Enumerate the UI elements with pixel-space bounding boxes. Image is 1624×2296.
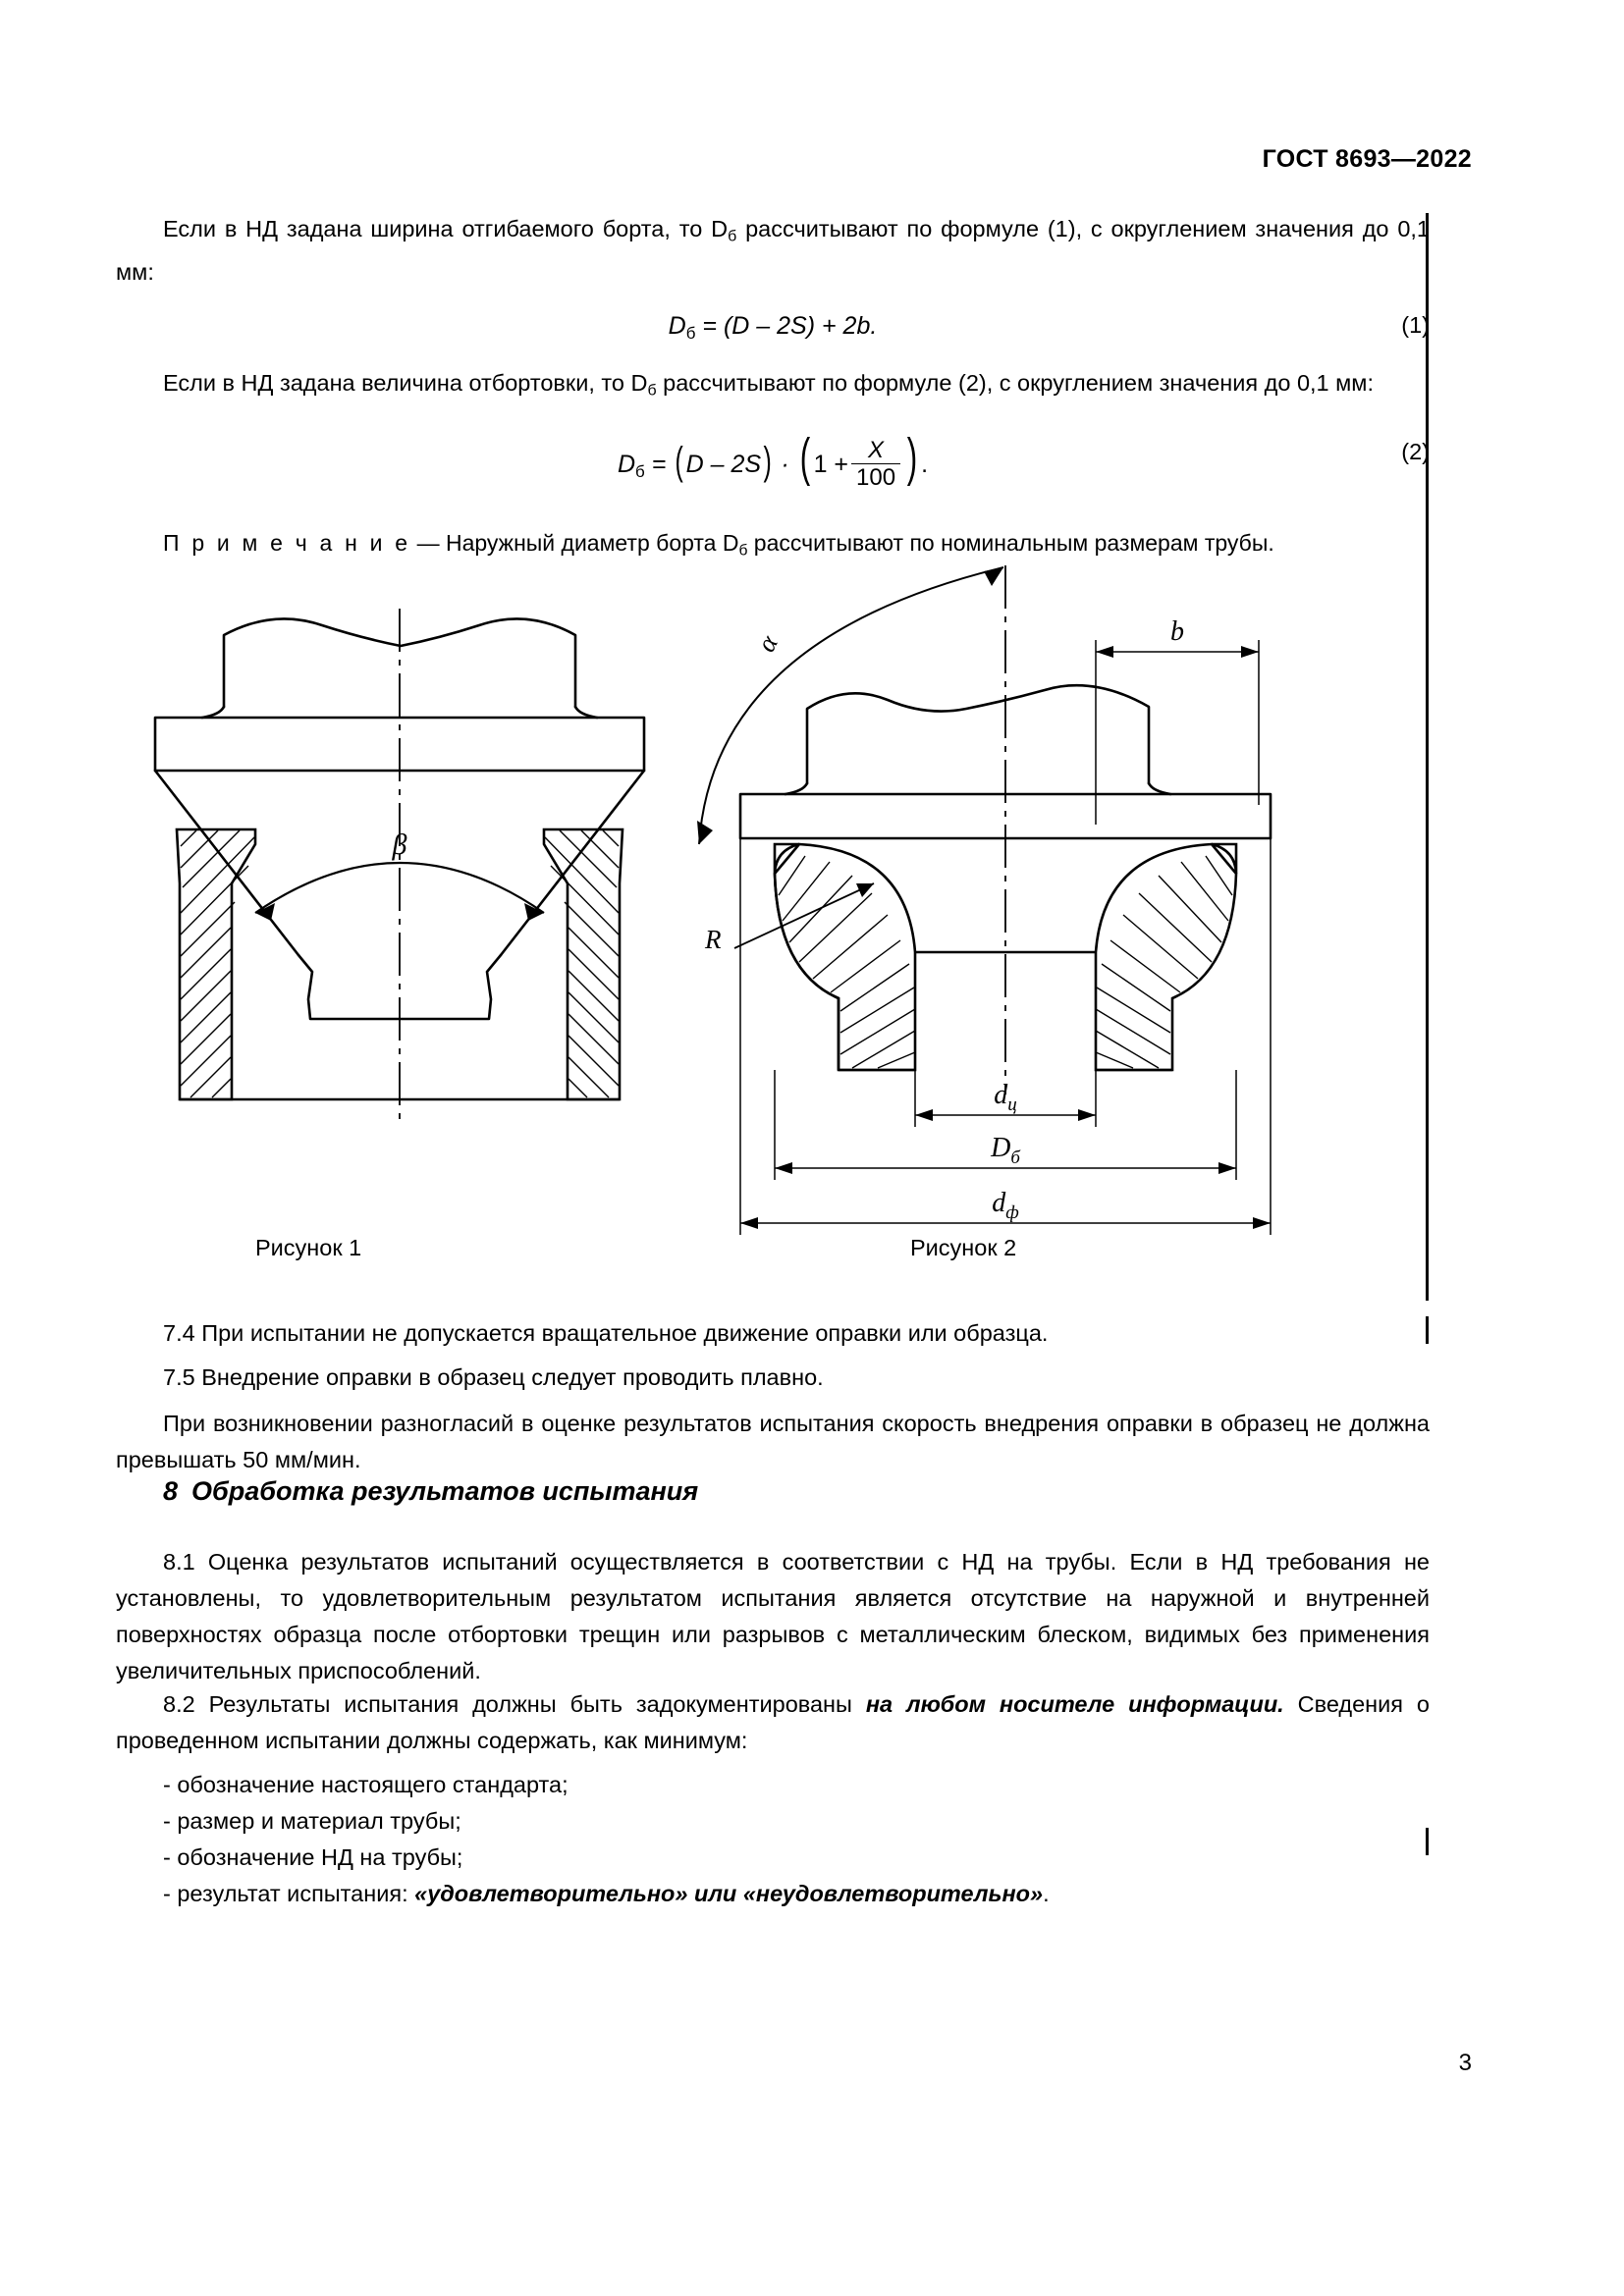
clause-7-4: 7.4 При испытании не допускается вращате…	[163, 1320, 1049, 1346]
list-item-result-suffix: .	[1043, 1881, 1050, 1906]
note-text-after: рассчитывают по номинальным размерам тру…	[747, 529, 1274, 556]
formula-1: Dб = (D – 2S) + 2b. (1)	[116, 312, 1430, 344]
formula-2-one-plus: 1 +	[813, 450, 849, 478]
list-item-result-emphasis: «удовлетворительно» или «неудовлетворите…	[414, 1881, 1044, 1906]
paragraph-speed: При возникновении разногласий в оценке р…	[116, 1411, 1430, 1472]
list-item-result-prefix: - результат испытания:	[163, 1881, 415, 1906]
para-formula1-intro-lead: Если в НД задана ширина отгибаемого борт…	[163, 216, 729, 241]
change-bar-bullets	[1426, 1828, 1429, 1855]
clause-8-2-lead: 8.2 Результаты испытания должны быть зад…	[163, 1691, 866, 1717]
list-item: - размер и материал трубы;	[163, 1808, 461, 1834]
note-text-before: Наружный диаметр борта D	[445, 529, 739, 556]
figure-2-angle-alpha-label: α	[751, 629, 785, 656]
clause-8-2-block: 8.2 Результаты испытания должны быть зад…	[116, 1686, 1430, 1759]
formula-2-fraction-numerator: X	[868, 436, 885, 463]
figure-1-angle-beta-label: β	[392, 828, 407, 861]
formula-2-equals: =	[644, 450, 674, 478]
figure-2-drawing: α R b dц	[697, 565, 1272, 1235]
note-subscript: б	[738, 542, 748, 560]
upper-text-column: Если в НД задана ширина отгибаемого борт…	[116, 211, 1430, 590]
note-label: П р и м е ч а н и е	[163, 529, 411, 556]
requirements-list: - обозначение настоящего стандарта; - ра…	[163, 1767, 1430, 1912]
formula-1-expression: Dб = (D – 2S) + 2b.	[669, 312, 878, 344]
standard-header: ГОСТ 8693—2022	[1262, 145, 1472, 173]
note-paragraph: П р и м е ч а н и е — Наружный диаметр б…	[116, 526, 1430, 567]
list-item: - обозначение настоящего стандарта;	[163, 1772, 568, 1797]
figure-1-drawing: β	[153, 609, 646, 1119]
para-formula2-intro-tail: рассчитывают по формуле (2), с округлени…	[656, 370, 1374, 397]
formula-2-fraction-denominator: 100	[851, 462, 901, 492]
figure-2-b-label: b	[1170, 616, 1184, 647]
clause-8-2-tail: Сведения о проведенном испытании должны …	[116, 1691, 1430, 1753]
clause-8-1: 8.1 Оценка результатов испытаний осущест…	[116, 1549, 1430, 1683]
list-item: - обозначение НД на трубы;	[163, 1844, 463, 1870]
formula-2-period: .	[921, 450, 929, 478]
formula-2-number: (2)	[1401, 438, 1430, 464]
page-number: 3	[1458, 2050, 1472, 2076]
clause-8-2: 8.2 Результаты испытания должны быть зад…	[116, 1686, 1430, 1759]
para-formula2-intro-subscript: б	[647, 382, 657, 400]
clause-8-2-emphasis: на любом носителе информации.	[865, 1691, 1284, 1717]
formula-2-lhs: D	[617, 450, 636, 478]
figure-2-radius-label: R	[704, 925, 722, 954]
paragraph-speed-block: При возникновении разногласий в оценке р…	[116, 1406, 1430, 1478]
change-bar-main	[1426, 213, 1429, 1301]
formula-1-number: (1)	[1401, 312, 1430, 339]
figure-1-caption: Рисунок 1	[255, 1235, 362, 1260]
figure-2-db-label: Dб	[990, 1133, 1021, 1168]
formula-2-group-1: D – 2S	[685, 450, 762, 478]
formula-1-rhs: = (D – 2S) + 2b.	[695, 312, 878, 341]
section-8-title: Обработка результатов испытания	[191, 1476, 699, 1506]
clause-8-1-block: 8.1 Оценка результатов испытаний осущест…	[116, 1544, 1430, 1689]
note-dash: —	[410, 529, 446, 556]
paragraph-formula2-intro: Если в НД задана величина отбортовки, то…	[116, 365, 1430, 408]
formula-2-multiply: ·	[774, 450, 796, 478]
para-formula1-intro-tail: рассчитывают по формуле (1), с округлени…	[116, 216, 1430, 286]
para-formula1-intro-subscript: б	[728, 228, 737, 245]
section-8-heading: 8 Обработка результатов испытания	[163, 1476, 698, 1507]
figure-2-df-label: dф	[992, 1188, 1019, 1223]
formula-1-lhs-subscript: б	[685, 324, 696, 344]
clause-7-4-block: 7.4 При испытании не допускается вращате…	[116, 1315, 1430, 1352]
figure-2-caption: Рисунок 2	[910, 1235, 1017, 1260]
paragraph-formula1-intro: Если в НД задана ширина отгибаемого борт…	[116, 211, 1430, 291]
formula-2-lhs-subscript: б	[635, 461, 645, 481]
change-bar-clause-7-5	[1426, 1316, 1429, 1344]
clause-7-5-block: 7.5 Внедрение оправки в образец следует …	[116, 1360, 1430, 1396]
section-8-number: 8	[163, 1476, 179, 1506]
list-item-result: - результат испытания: «удовлетворительн…	[163, 1876, 1430, 1912]
clause-7-5: 7.5 Внедрение оправки в образец следует …	[163, 1364, 824, 1390]
para-formula2-intro-lead: Если в НД задана величина отбортовки, то…	[163, 370, 648, 397]
figures-area: β	[116, 564, 1430, 1281]
formula-1-lhs: D	[668, 312, 686, 341]
